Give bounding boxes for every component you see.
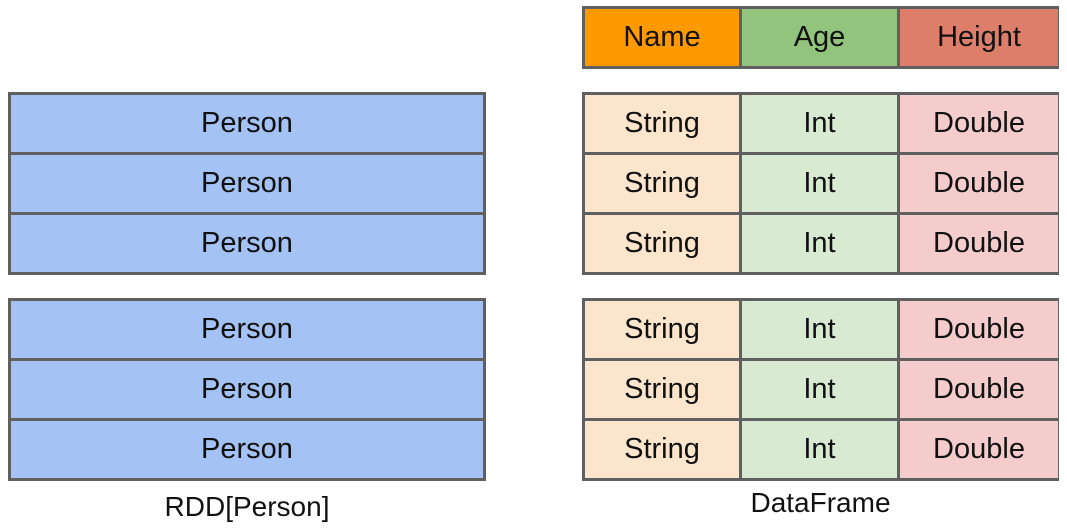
rdd-row: Person xyxy=(11,155,483,215)
cell-int: Int xyxy=(742,361,900,418)
rdd-partition-1: Person Person Person xyxy=(8,92,486,275)
cell-string: String xyxy=(585,361,742,418)
header-cell-height: Height xyxy=(900,9,1058,66)
cell-string: String xyxy=(585,301,742,358)
cell-double: Double xyxy=(900,301,1058,358)
rdd-row: Person xyxy=(11,421,483,478)
rdd-partition-2: Person Person Person xyxy=(8,298,486,481)
cell-int: Int xyxy=(742,301,900,358)
cell-double: Double xyxy=(900,421,1058,478)
rdd-row: Person xyxy=(11,301,483,361)
cell-int: Int xyxy=(742,155,900,212)
dataframe-row: String Int Double xyxy=(585,155,1058,215)
cell-double: Double xyxy=(900,95,1058,152)
cell-double: Double xyxy=(900,215,1058,272)
dataframe-header: Name Age Height xyxy=(582,6,1059,69)
header-cell-age: Age xyxy=(742,9,900,66)
cell-double: Double xyxy=(900,155,1058,212)
dataframe-row: String Int Double xyxy=(585,95,1058,155)
dataframe-partition-1: String Int Double String Int Double Stri… xyxy=(582,92,1059,275)
cell-string: String xyxy=(585,215,742,272)
dataframe-caption: DataFrame xyxy=(750,487,891,518)
rdd-row: Person xyxy=(11,361,483,421)
cell-string: String xyxy=(585,155,742,212)
dataframe-row: String Int Double xyxy=(585,301,1058,361)
cell-string: String xyxy=(585,421,742,478)
cell-string: String xyxy=(585,95,742,152)
cell-int: Int xyxy=(742,95,900,152)
dataframe-row: String Int Double xyxy=(585,421,1058,478)
rdd-row: Person xyxy=(11,215,483,272)
rdd-caption: RDD[Person] xyxy=(164,491,330,522)
dataframe-partition-2: String Int Double String Int Double Stri… xyxy=(582,298,1059,481)
cell-int: Int xyxy=(742,421,900,478)
cell-int: Int xyxy=(742,215,900,272)
dataframe-row: String Int Double xyxy=(585,361,1058,421)
rdd-row: Person xyxy=(11,95,483,155)
dataframe-row: String Int Double xyxy=(585,215,1058,272)
header-cell-name: Name xyxy=(585,9,742,66)
cell-double: Double xyxy=(900,361,1058,418)
dataframe-header-row: Name Age Height xyxy=(585,9,1058,66)
